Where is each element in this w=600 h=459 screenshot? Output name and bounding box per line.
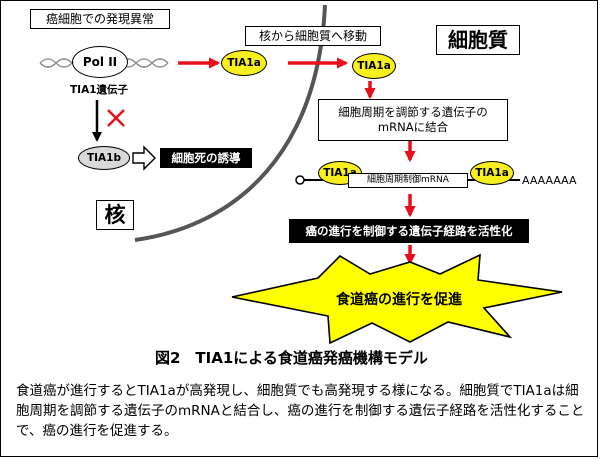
pol-ii-enzyme: Pol II bbox=[72, 46, 128, 78]
mrna-binding-box: 細胞周期を調節する遺伝子の mRNAに結合 bbox=[318, 99, 508, 141]
cell-death-induction-box: 細胞死の誘導 bbox=[160, 148, 252, 168]
figure-title: 図2 TIA1による食道癌発癌機構モデル bbox=[155, 349, 428, 367]
mrna-binding-line1: 細胞周期を調節する遺伝子の bbox=[338, 104, 488, 119]
nuclear-membrane bbox=[134, 4, 327, 242]
expression-abnormality-box: 癌細胞での発現異常 bbox=[30, 9, 170, 29]
cytoplasm-compartment-label: 細胞質 bbox=[436, 25, 520, 55]
expression-abnormality-label: 癌細胞での発現異常 bbox=[45, 12, 154, 26]
poly-a-tail: AAAAAAA bbox=[522, 174, 577, 187]
nucleus-compartment-label: 核 bbox=[96, 200, 134, 230]
progression-burst bbox=[231, 253, 563, 345]
mrna-binding-line2: mRNAに結合 bbox=[377, 120, 449, 134]
tia1a-nucleus: TIA1a bbox=[221, 50, 267, 76]
arrow-tia1b-to-cell-death bbox=[132, 145, 156, 171]
nuclear-export-label: 核から細胞質へ移動 bbox=[258, 29, 367, 43]
mrna-cap bbox=[295, 175, 305, 185]
tia1a-cytoplasm: TIA1a bbox=[352, 53, 396, 79]
tia1b-protein: TIA1b bbox=[78, 146, 130, 170]
nuclear-export-box: 核から細胞質へ移動 bbox=[245, 26, 381, 46]
blocked-cross bbox=[107, 109, 125, 127]
tia1-gene-label: TIA1遺伝子 bbox=[70, 84, 129, 96]
tia1a-bound-right: TIA1a bbox=[470, 161, 514, 185]
mrna-coding-region: 細胞周期制御mRNA bbox=[348, 173, 468, 188]
promote-progression-label: 食道癌の進行を促進 bbox=[336, 292, 462, 308]
figure-caption: 食道癌が進行するとTIA1aが高発現し、細胞質でも高発現する様になる。細胞質でT… bbox=[16, 383, 585, 439]
activate-pathway-box: 癌の進行を制御する遺伝子経路を活性化 bbox=[289, 219, 529, 243]
